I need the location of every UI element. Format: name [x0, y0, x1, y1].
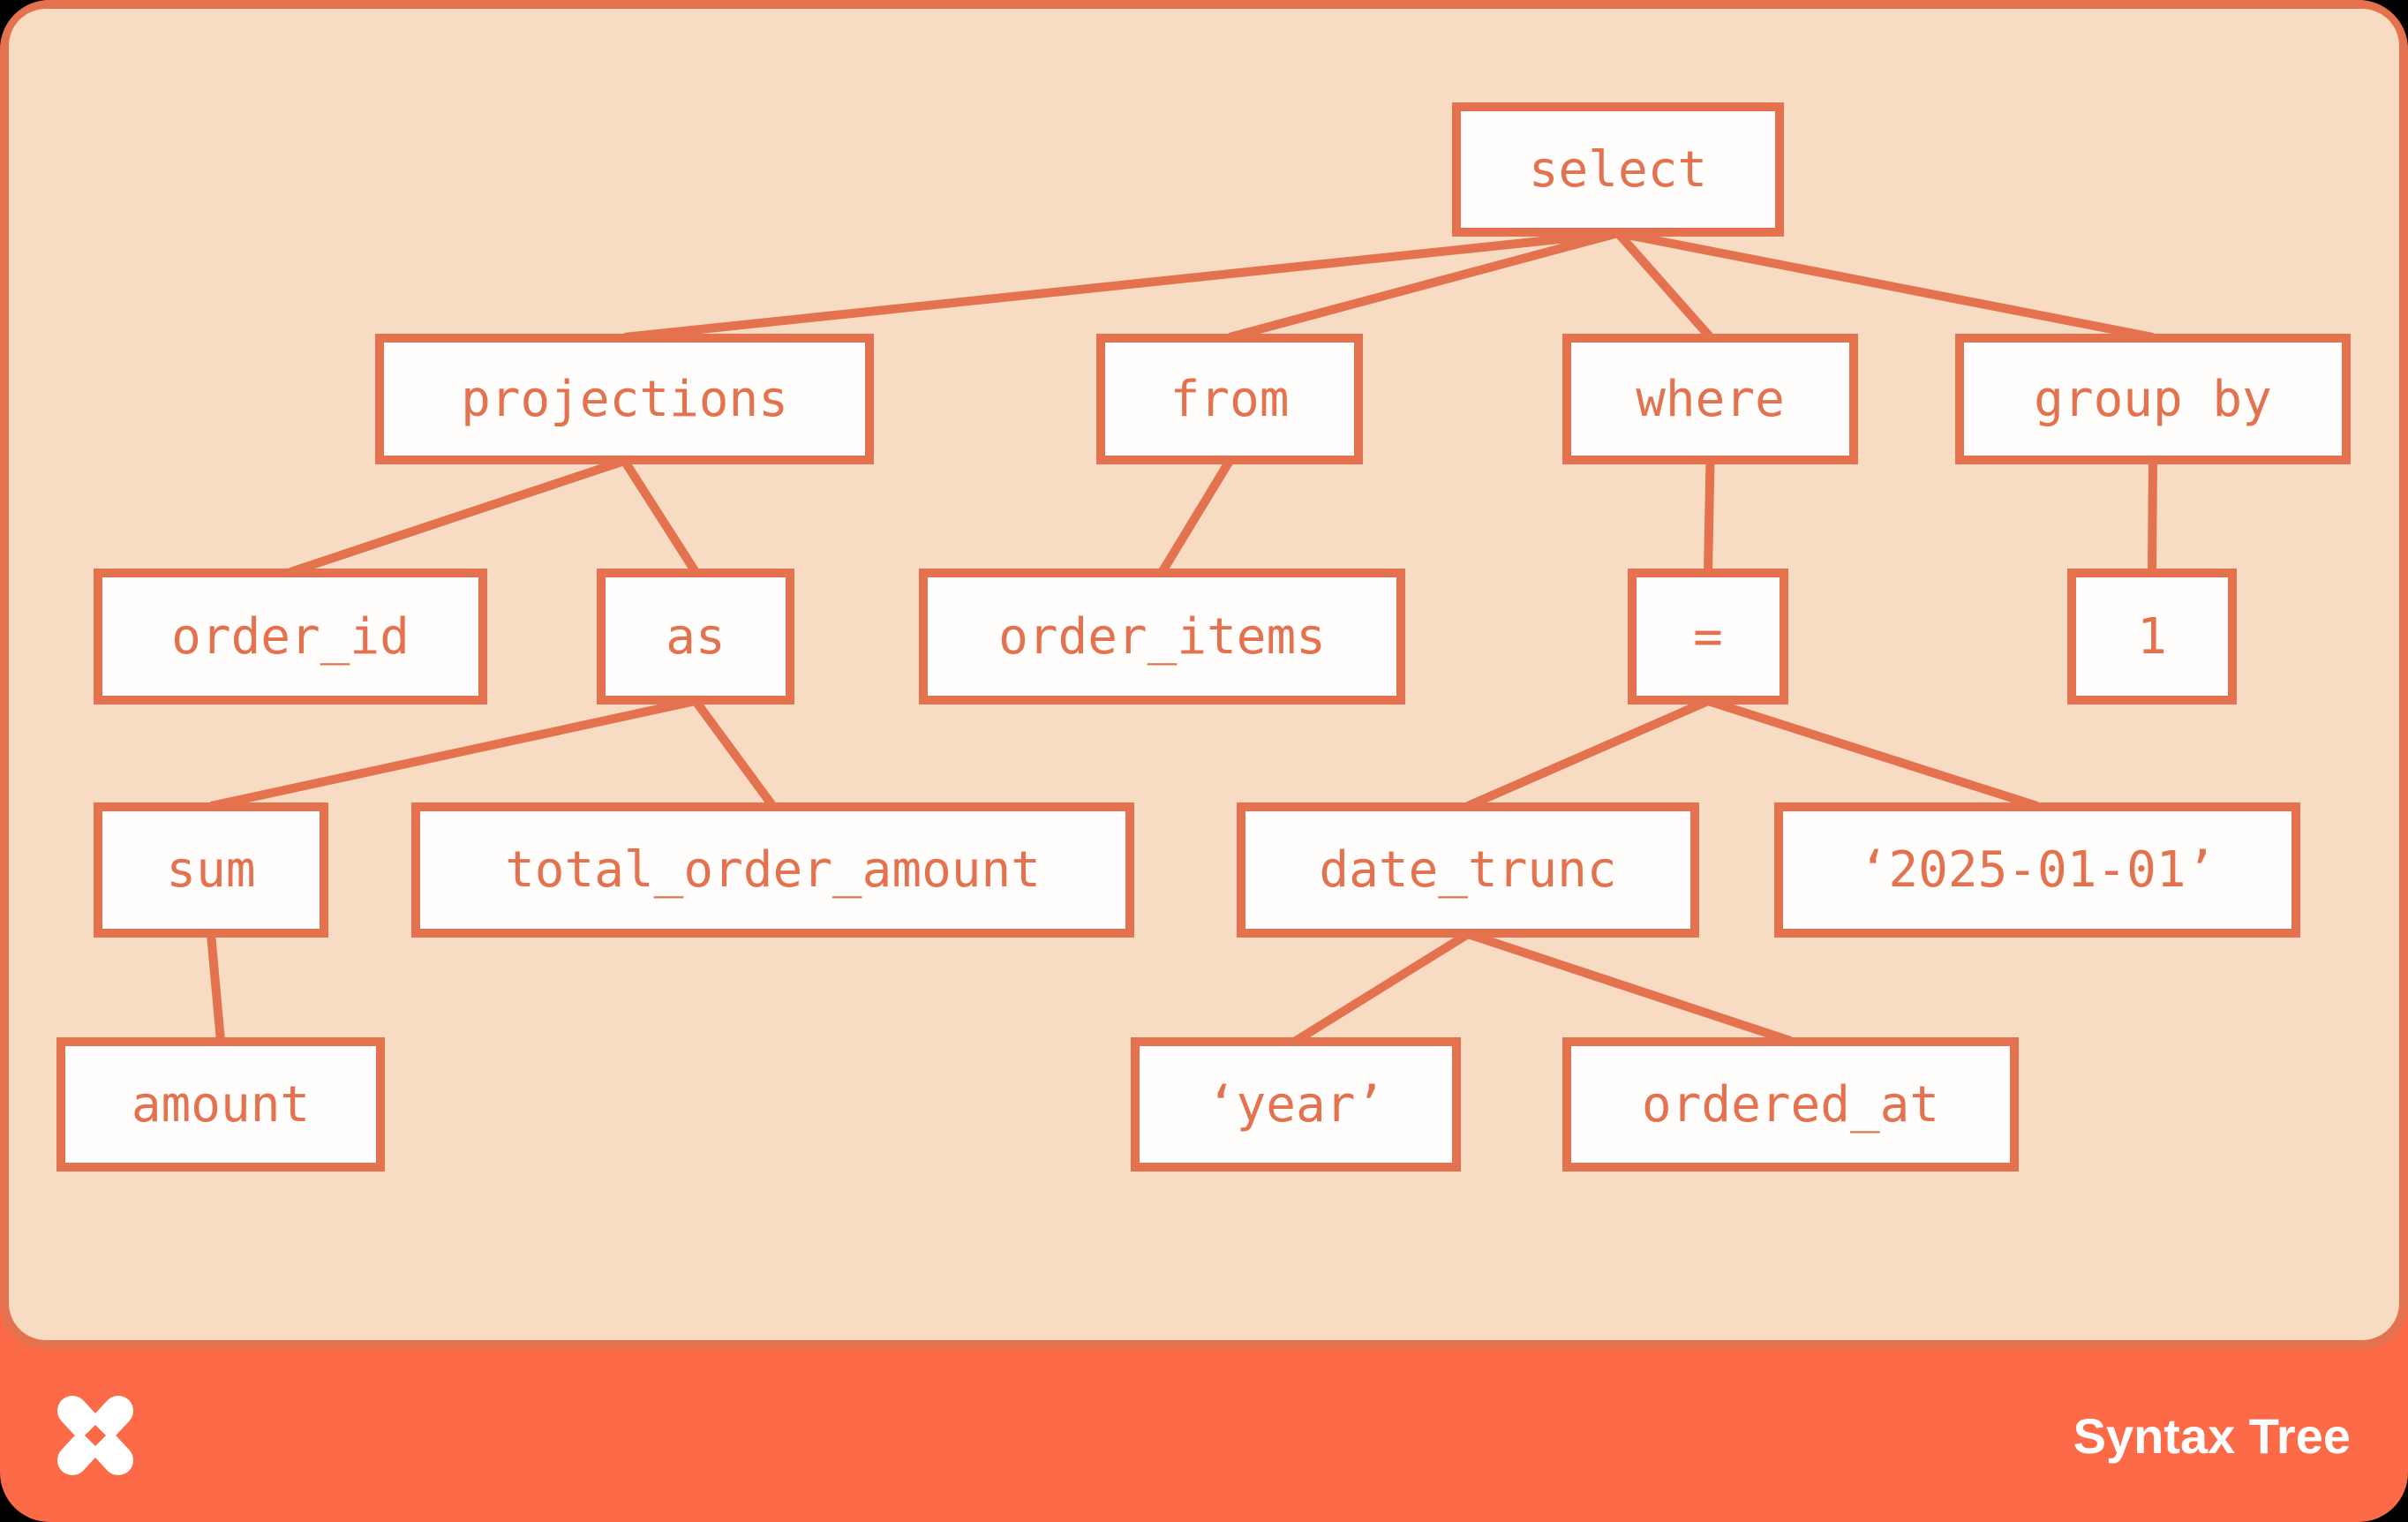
tree-node-total-order-amount: total_order_amount: [411, 802, 1134, 938]
tree-node-order-id: order_id: [94, 569, 487, 704]
tree-node-amount: amount: [56, 1037, 385, 1172]
pinwheel-x-logo-icon: [57, 1396, 133, 1475]
footer-title: Syntax Tree: [2073, 1407, 2351, 1464]
tree-node-where: where: [1562, 334, 1858, 464]
tree-node-year-literal: ‘year’: [1131, 1037, 1461, 1172]
tree-node-sum: sum: [94, 802, 328, 938]
tree-node-projections: projections: [375, 334, 874, 464]
tree-node-from: from: [1096, 334, 1363, 464]
tree-node-equals: =: [1628, 569, 1788, 704]
tree-edges: [207, 229, 2157, 1045]
tree-node-group-by: group by: [1955, 334, 2351, 464]
tree-node-select: select: [1452, 102, 1784, 237]
tree-node-one: 1: [2067, 569, 2237, 704]
tree-stage: select projections from where group by o…: [56, 102, 2351, 1172]
tree-node-date-trunc: date_trunc: [1237, 802, 1699, 938]
tree-node-order-items: order_items: [919, 569, 1405, 704]
tree-node-date-literal: ‘2025-01-01’: [1774, 802, 2300, 938]
footer-bar: Syntax Tree: [0, 1349, 2408, 1522]
tree-node-as: as: [597, 569, 794, 704]
tree-node-ordered-at: ordered_at: [1562, 1037, 2019, 1172]
